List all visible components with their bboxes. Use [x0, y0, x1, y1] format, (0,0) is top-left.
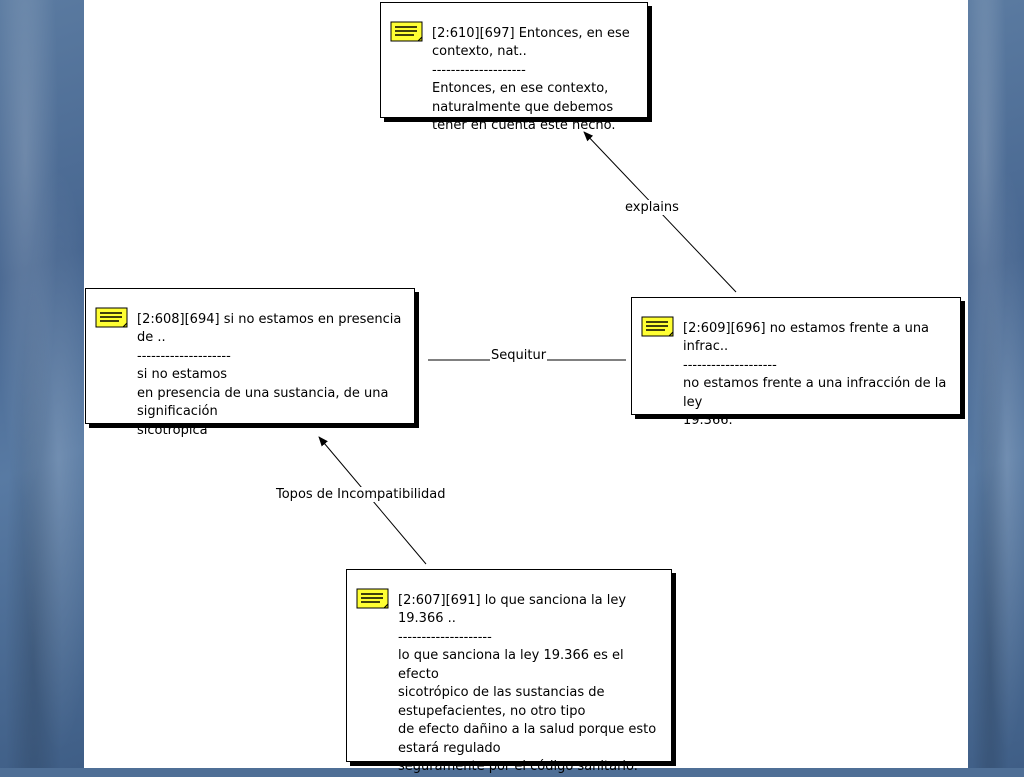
right-background-panel	[968, 0, 1024, 768]
explains-label: explains	[624, 200, 680, 215]
node-body: no estamos frente a una infracción de la…	[683, 376, 947, 428]
node-body: Entonces, en ese contexto, naturalmente …	[432, 81, 616, 133]
memo-icon	[641, 316, 674, 337]
node-title: [2:609][696] no estamos frente a una inf…	[683, 320, 930, 355]
quote-node-696[interactable]: [2:609][696] no estamos frente a una inf…	[631, 297, 961, 428]
node-body: lo que sanciona la ley 19.366 es el efec…	[398, 648, 657, 774]
sequitur-label: Sequitur	[490, 348, 548, 363]
node-separator: --------------------	[432, 62, 526, 78]
node-separator: --------------------	[137, 348, 231, 364]
left-background-panel	[0, 0, 84, 768]
quote-node-691[interactable]: [2:607][691] lo que sanciona la ley 19.3…	[346, 569, 672, 774]
node-body: si no estamos en presencia de una sustan…	[137, 367, 389, 438]
topos-label: Topos de Incompatibilidad	[275, 487, 447, 502]
node-title: [2:608][694] si no estamos en presencia …	[137, 311, 402, 346]
node-title: [2:610][697] Entonces, en ese contexto, …	[432, 25, 630, 60]
node-separator: --------------------	[683, 357, 777, 373]
quote-node-694[interactable]: [2:608][694] si no estamos en presencia …	[85, 288, 415, 438]
quote-node-697[interactable]: [2:610][697] Entonces, en ese contexto, …	[380, 2, 648, 133]
memo-icon	[390, 21, 423, 42]
node-separator: --------------------	[398, 629, 492, 645]
node-title: [2:607][691] lo que sanciona la ley 19.3…	[398, 592, 627, 627]
memo-icon	[356, 588, 389, 609]
memo-icon	[95, 307, 128, 328]
